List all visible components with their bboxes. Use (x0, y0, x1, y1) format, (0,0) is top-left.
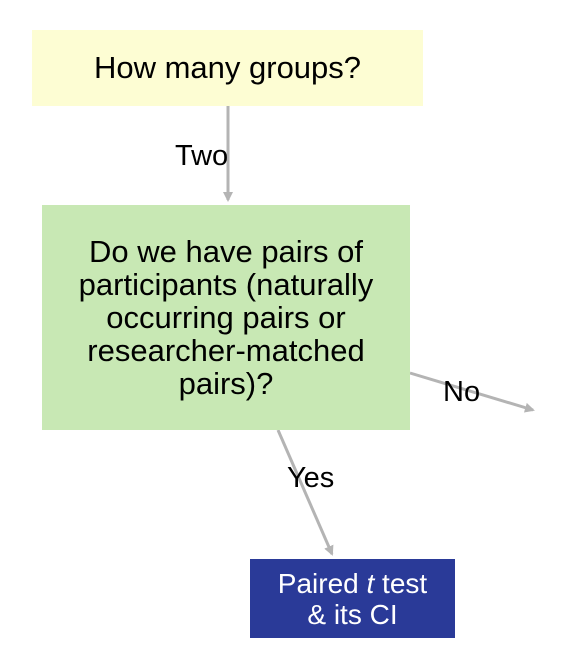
result-t-symbol: t (366, 567, 375, 599)
result-line-1-pre: Paired (277, 567, 367, 599)
paired-t-test-node: Paired t test & its CI (250, 559, 455, 638)
how-many-groups-node: How many groups? (32, 30, 423, 106)
pairs-question-node: Do we have pairs of participants (natura… (42, 205, 410, 430)
pairs-question-text: Do we have pairs of participants (natura… (78, 234, 374, 401)
edge-label-no: No (443, 376, 481, 408)
result-line-1-post: test (374, 567, 428, 599)
arrow-no (409, 371, 535, 413)
how-many-groups-text: How many groups? (93, 50, 362, 85)
edge-label-yes: Yes (287, 462, 335, 494)
result-line-2: & its CI (307, 598, 398, 630)
edge-label-two: Two (175, 140, 229, 172)
result-line-1: Paired t test (278, 568, 427, 599)
arrow-yes (276, 429, 334, 556)
